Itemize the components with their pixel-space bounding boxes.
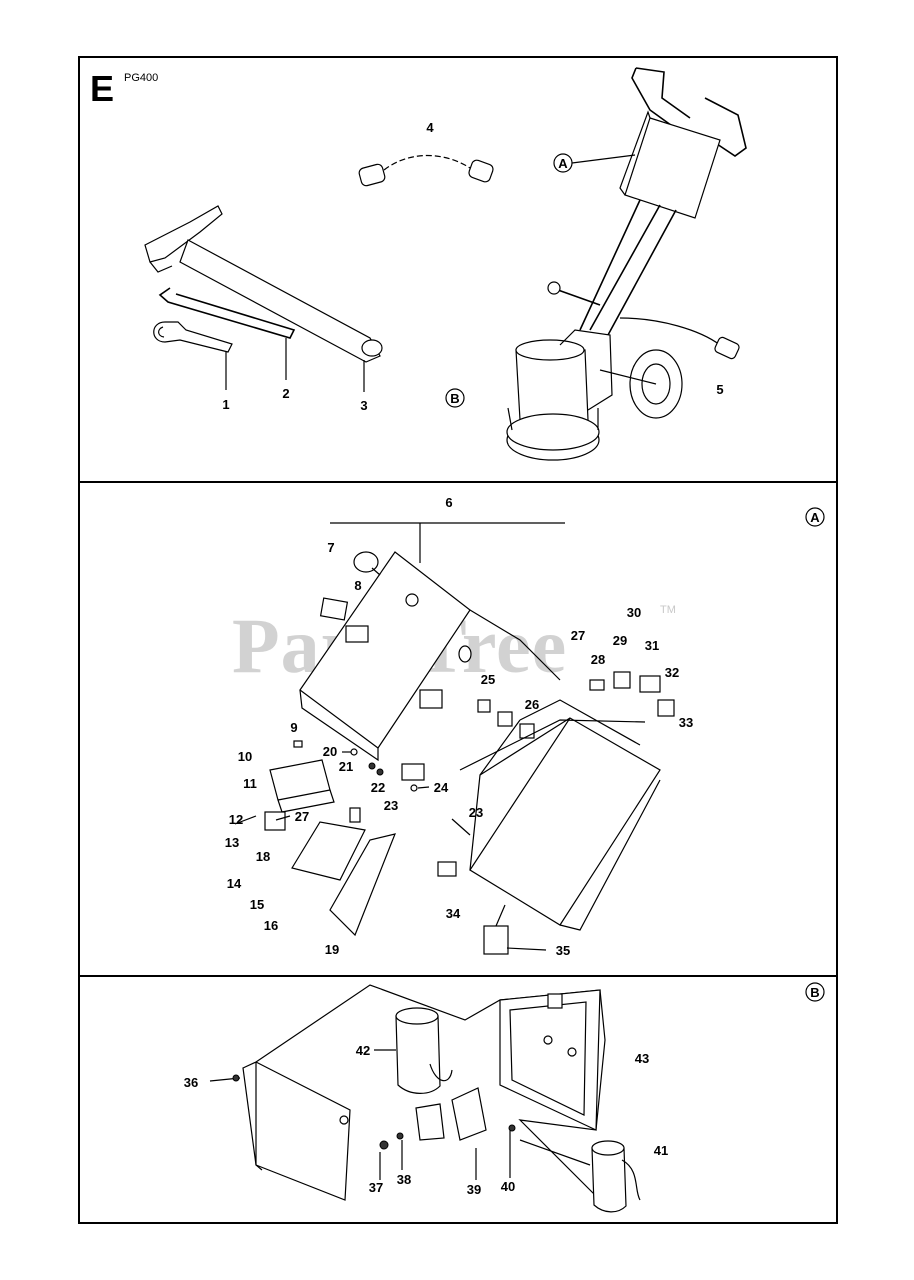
part-label-33: 33 (679, 715, 693, 730)
part-label-23a: 23 (384, 798, 398, 813)
part-label-30: 30 (627, 605, 641, 620)
part-label-24: 24 (434, 780, 449, 795)
part-label-38: 38 (397, 1172, 411, 1187)
callout-a-right: A (810, 510, 820, 525)
part-label-20: 20 (323, 744, 337, 759)
callout-circle-b-right (805, 982, 825, 1002)
part-label-25: 25 (481, 672, 495, 687)
part-label-42: 42 (356, 1043, 370, 1058)
part-label-12: 12 (229, 812, 243, 827)
part-label-11: 11 (243, 776, 257, 791)
part-label-32: 32 (665, 665, 679, 680)
part-label-27b: 27 (295, 809, 309, 824)
part-label-37: 37 (369, 1180, 383, 1195)
part-label-15: 15 (250, 897, 264, 912)
diagram-frame (78, 56, 838, 1224)
part-label-4: 4 (426, 120, 434, 135)
part-label-2: 2 (282, 386, 289, 401)
part-label-7: 7 (327, 540, 334, 555)
part-label-43: 43 (635, 1051, 649, 1066)
part-label-3: 3 (360, 398, 367, 413)
part-label-31: 31 (645, 638, 659, 653)
part-label-29: 29 (613, 633, 627, 648)
part-label-16: 16 (264, 918, 278, 933)
callout-circle-a-right (805, 507, 825, 527)
cable-illustration (358, 154, 494, 187)
hammer-illustration (144, 205, 383, 363)
part-label-18: 18 (256, 849, 270, 864)
model-name: PG400 (124, 72, 158, 84)
part-label-13: 13 (225, 835, 239, 850)
part-label-22: 22 (371, 780, 385, 795)
part-label-28: 28 (591, 652, 605, 667)
part-label-41: 41 (654, 1143, 668, 1158)
part-label-10: 10 (238, 749, 252, 764)
part-label-8: 8 (354, 578, 361, 593)
floor-grinder-illustration (506, 67, 747, 461)
callout-b-top: B (450, 391, 459, 406)
part-label-26: 26 (525, 697, 539, 712)
watermark-trademark: TM (660, 604, 676, 616)
callout-b-right: B (810, 985, 819, 1000)
part-label-21: 21 (339, 759, 353, 774)
panel-1-tools: A B (144, 67, 747, 461)
panel-3-capacitor-box (209, 984, 641, 1213)
part-label-1: 1 (222, 397, 229, 412)
part-label-35: 35 (556, 943, 570, 958)
part-label-6: 6 (445, 495, 452, 510)
part-label-27a: 27 (571, 628, 585, 643)
part-label-9: 9 (290, 720, 297, 735)
part-label-39: 39 (467, 1182, 481, 1197)
panel-2-control-box (264, 522, 675, 955)
part-label-19: 19 (325, 942, 339, 957)
callout-circle-b-top (445, 388, 465, 408)
part-label-14: 14 (227, 876, 242, 891)
part-label-40: 40 (501, 1179, 515, 1194)
part-label-5: 5 (716, 382, 723, 397)
section-letter: E (90, 68, 114, 109)
callout-a-top: A (558, 156, 568, 171)
part-label-34: 34 (446, 906, 461, 921)
part-label-36: 36 (184, 1075, 198, 1090)
wrench-illustration (153, 321, 233, 353)
hex-key-illustration (158, 287, 296, 339)
part-label-23b: 23 (469, 805, 483, 820)
